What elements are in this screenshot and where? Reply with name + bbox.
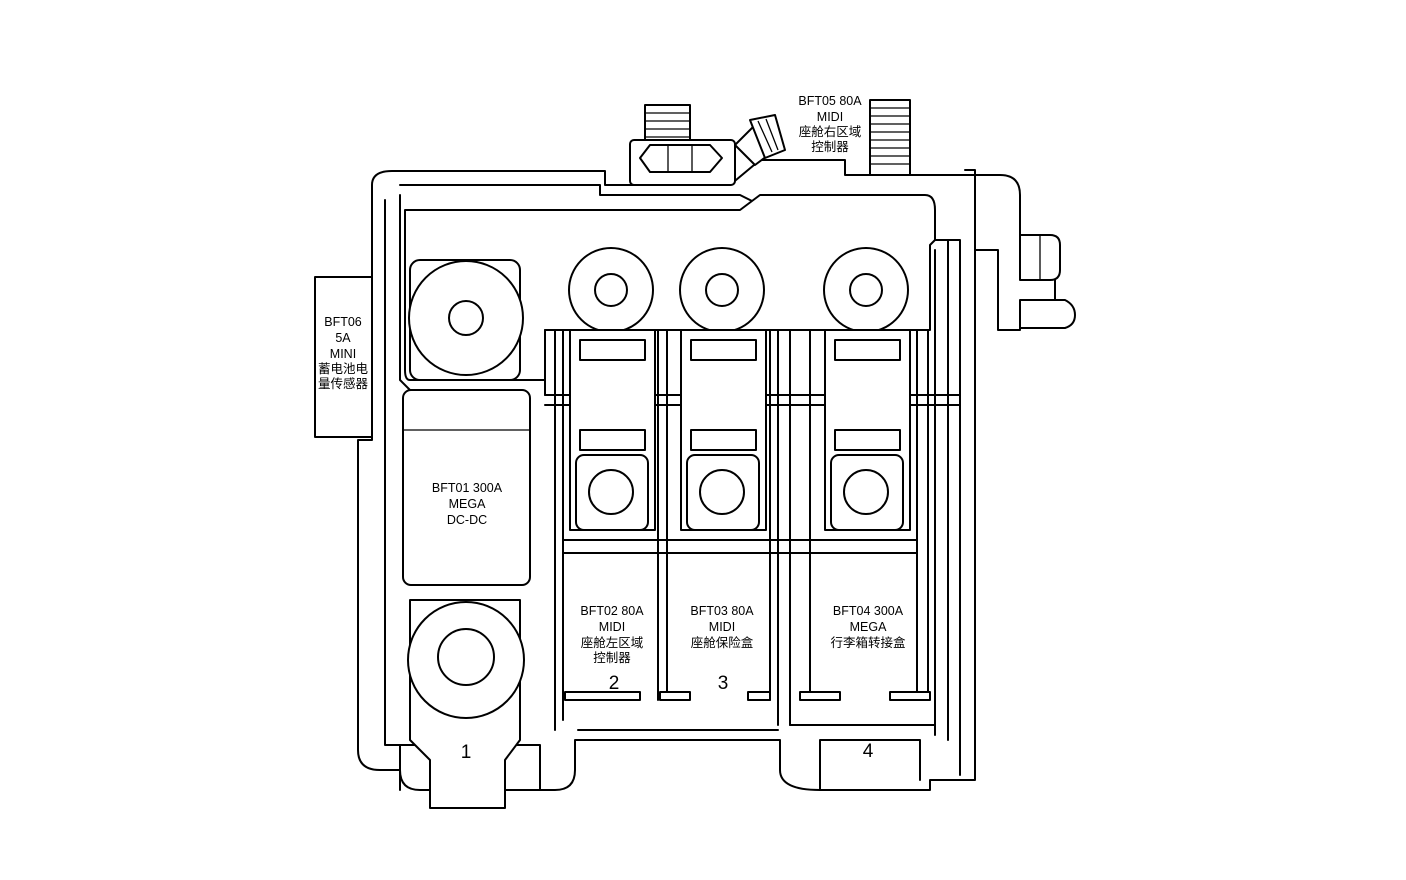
stud-bft05: [869, 99, 911, 176]
fuse-bft01: [402, 259, 531, 809]
label-bft03-line3: 座舱保险盒: [691, 635, 754, 650]
label-bft06-line2: 5A: [335, 331, 351, 345]
label-bft02-line4: 控制器: [593, 651, 631, 665]
label-bft03-line1: BFT03 80A: [690, 604, 754, 618]
terminal-1-label: 1: [461, 742, 472, 763]
label-bft05-line4: 控制器: [811, 140, 849, 154]
terminal-numbers: 1 2 3 4: [461, 673, 874, 763]
label-bft06-line1: BFT06: [324, 315, 362, 329]
housing-outline: [357, 159, 1056, 791]
fuse-column-bft04: [823, 247, 911, 531]
label-bft01-line2: MEGA: [449, 497, 486, 511]
label-bft02-line1: BFT02 80A: [580, 604, 644, 618]
terminal-3-label: 3: [718, 673, 729, 694]
label-bft06-line3: MINI: [330, 347, 356, 361]
stud-center: [629, 104, 786, 186]
label-bft02-line3: 座舱左区域: [581, 635, 644, 650]
label-bft02: BFT02 80A MIDI 座舱左区域 控制器: [580, 604, 644, 665]
label-bft05-line1: BFT05 80A: [798, 94, 862, 108]
label-bft05: BFT05 80A MIDI 座舱右区域 控制器: [798, 94, 862, 154]
top-bus-bar: [404, 194, 961, 406]
side-bracket: [1019, 234, 1076, 329]
label-bft03: BFT03 80A MIDI 座舱保险盒: [690, 604, 754, 650]
terminal-4-label: 4: [863, 741, 874, 762]
label-bft06-line5: 量传感器: [318, 376, 369, 391]
label-bft04-line1: BFT04 300A: [833, 604, 904, 618]
label-bft04-line3: 行李箱转接盒: [830, 635, 906, 650]
label-bft06-line4: 蓄电池电: [318, 362, 369, 376]
fuse-column-bft03: [679, 247, 767, 531]
terminal-2-label: 2: [609, 673, 620, 694]
label-bft05-line2: MIDI: [817, 110, 843, 124]
label-bft06: BFT06 5A MINI 蓄电池电 量传感器: [318, 315, 369, 391]
label-bft04: BFT04 300A MEGA 行李箱转接盒: [830, 604, 906, 650]
label-bft03-line2: MIDI: [709, 620, 735, 634]
label-bft01-line3: DC-DC: [447, 513, 487, 527]
label-bft05-line3: 座舱右区域: [799, 124, 862, 139]
lower-bus-bars: [554, 329, 936, 731]
label-bft01-line1: BFT01 300A: [432, 481, 503, 495]
label-bft01: BFT01 300A MEGA DC-DC: [432, 481, 503, 527]
label-bft04-line2: MEGA: [850, 620, 887, 634]
fuse-bft06-box: [314, 276, 373, 438]
label-bft02-line2: MIDI: [599, 620, 625, 634]
fuse-column-bft02: [568, 247, 656, 531]
